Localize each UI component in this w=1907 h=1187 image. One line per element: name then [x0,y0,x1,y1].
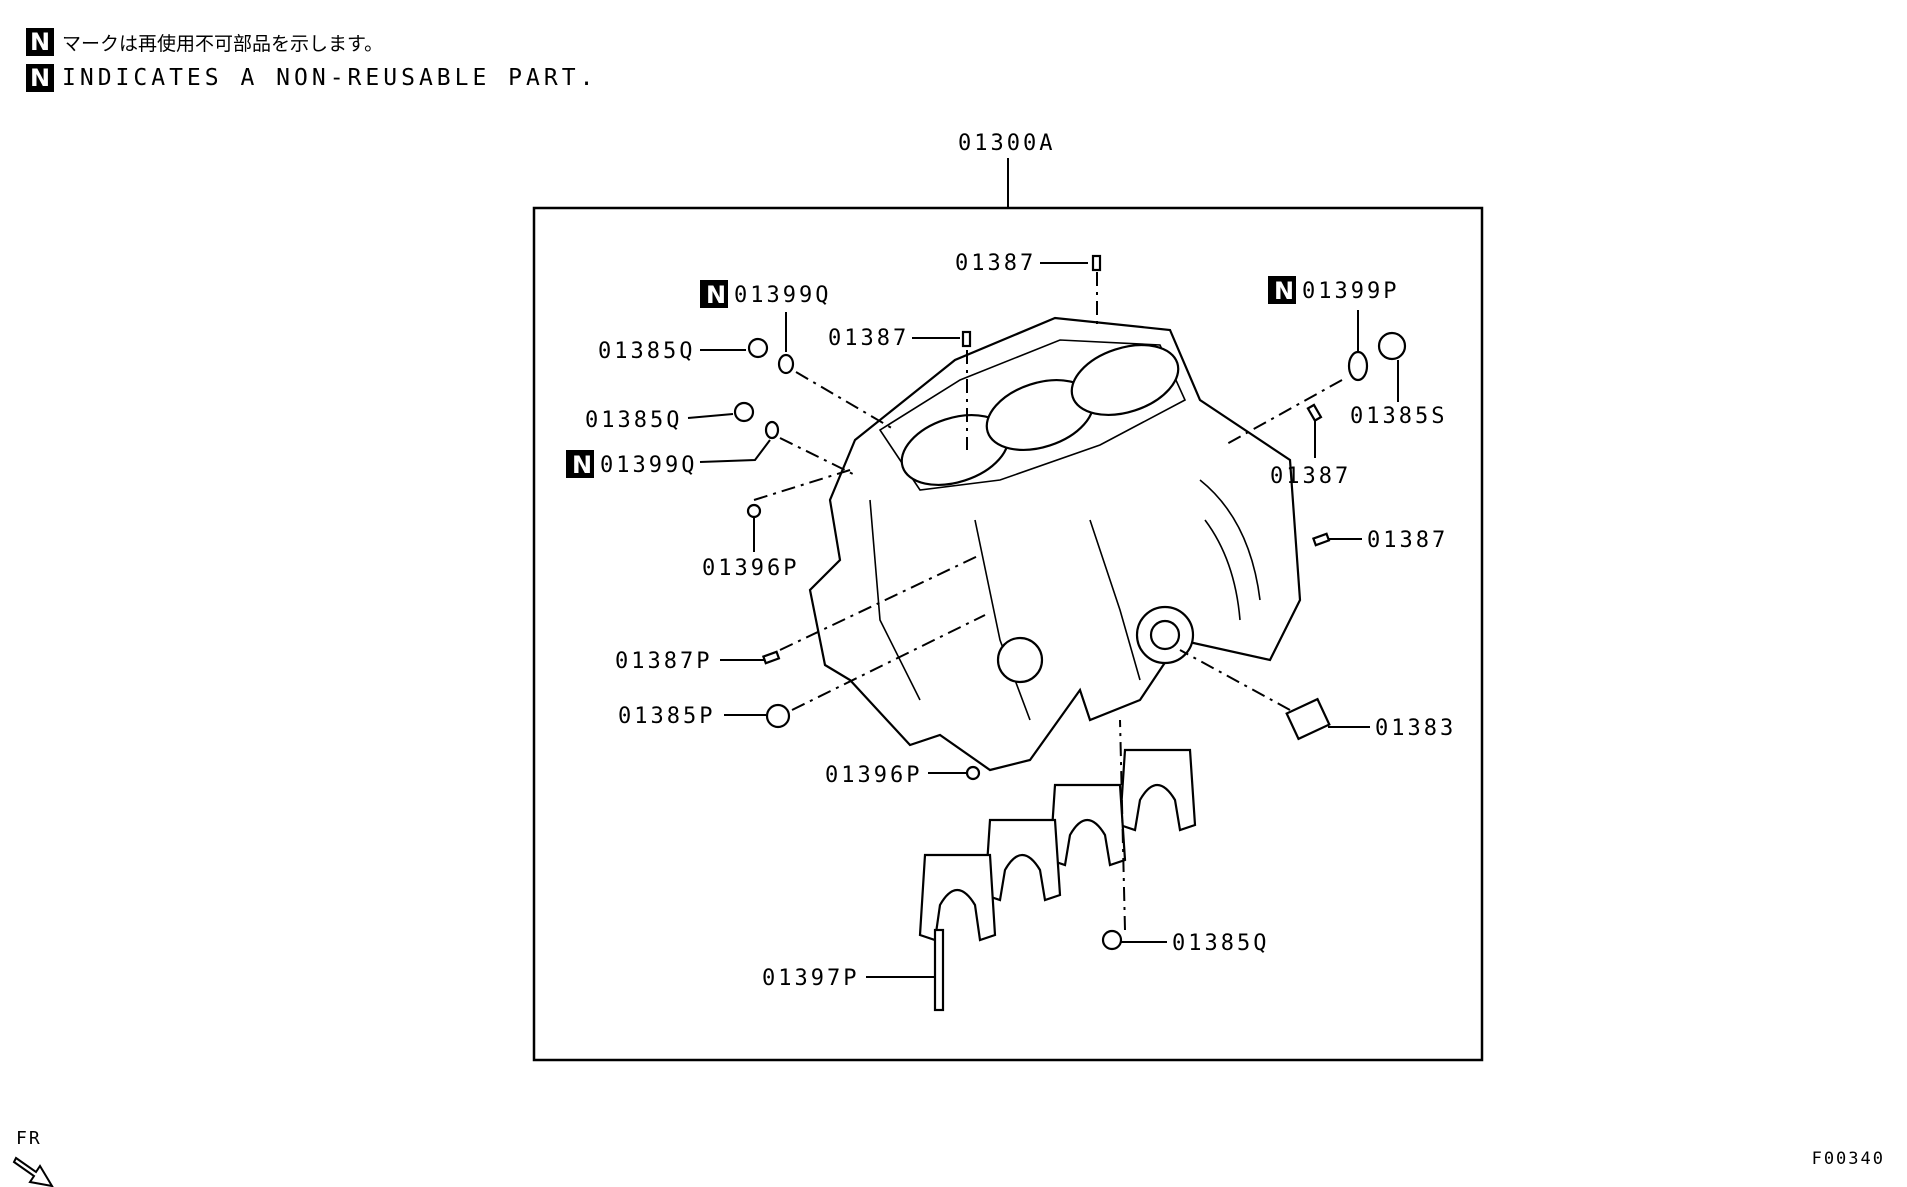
pin-01387p [761,650,781,665]
block-rib-1 [869,499,921,701]
bearing-caps[interactable] [918,748,1197,942]
callout-01399p[interactable]: 01399P [1302,279,1399,304]
non-reusable-badge-letter: N [706,281,726,309]
non-reusable-badge: N [26,64,54,92]
callout-01385q-bottom[interactable]: 01385Q [1172,931,1269,956]
gasket-01399q-mid [764,420,780,440]
legend-english: N INDICATES A NON-REUSABLE PART. [26,64,597,92]
plug-01385s [1377,331,1407,361]
cylinder-bore-3 [1070,344,1180,416]
callout-01387-right[interactable]: 01387 [1270,464,1351,489]
cylinder-block[interactable] [808,316,1302,772]
pin-01387-mid [961,330,972,348]
bearing-cap-3 [983,818,1062,902]
non-reusable-badge [700,280,728,308]
assembly-part-number[interactable]: 01300A [958,131,1055,156]
block-deck [878,339,1187,491]
callout-01385s[interactable]: 01385S [1350,404,1447,429]
non-reusable-badge-letter: N [572,451,592,479]
front-direction-arrow-icon [12,1156,54,1187]
block-side-lines [1199,479,1261,621]
pin-01387-right2 [1311,532,1331,547]
pin-01396p-bottom [965,765,981,781]
callout-01399q-mid[interactable]: 01399Q [600,453,697,478]
legend-japanese: N マークは再使用不可部品を示します。 [26,28,383,56]
callout-01397p[interactable]: 01397P [762,966,859,991]
block-rib-3 [1089,519,1141,681]
non-reusable-badge [566,450,594,478]
small-parts [733,254,1407,1012]
bearing-cap-1 [1118,748,1197,832]
callouts: 01387 N 01399Q 01387 01385Q 01385Q N 013… [566,251,1456,991]
non-reusable-badge: N [26,28,54,56]
pin-01396p-top [746,503,762,519]
sleeve-01383 [1285,697,1331,741]
bolt-01397p [933,928,945,1012]
plug-01385p [765,703,791,729]
plug-01385q-mid [733,401,755,423]
figure-code: F00340 [1811,1149,1885,1169]
callout-01387-top[interactable]: 01387 [955,251,1036,276]
non-reusable-badge-letter: N [1274,277,1294,305]
plug-01385q-bottom [1101,929,1123,951]
callout-01396p-top[interactable]: 01396P [702,556,799,581]
plug-01385q-top [747,337,769,359]
callout-01396p-bottom[interactable]: 01396P [825,763,922,788]
legend-japanese-text: マークは再使用不可部品を示します。 [62,32,384,55]
front-bore [996,636,1044,684]
callout-01383[interactable]: 01383 [1375,716,1456,741]
assembly-frame [532,206,1484,1062]
non-reusable-badge [1268,276,1296,304]
callout-01387-mid[interactable]: 01387 [828,326,909,351]
pin-01387-right [1306,403,1323,423]
block-rib-2 [974,519,1031,721]
callout-01399q-top[interactable]: 01399Q [734,283,831,308]
front-direction-label: FR [16,1128,42,1149]
callout-01385p[interactable]: 01385P [618,704,715,729]
assembly-lines [753,272,1343,931]
gasket-01399p [1347,350,1369,382]
gasket-01399q-top [777,353,795,375]
bearing-cap-4 [918,853,997,942]
legend-english-text: INDICATES A NON-REUSABLE PART. [62,65,598,91]
pin-01387-top [1091,254,1102,272]
bearing-cap-2 [1048,783,1127,867]
callout-01387-right2[interactable]: 01387 [1367,528,1448,553]
callout-01387p[interactable]: 01387P [615,649,712,674]
rear-bore-inner [1149,619,1181,651]
callout-01385q-top[interactable]: 01385Q [598,339,695,364]
callout-01385q-mid[interactable]: 01385Q [585,408,682,433]
